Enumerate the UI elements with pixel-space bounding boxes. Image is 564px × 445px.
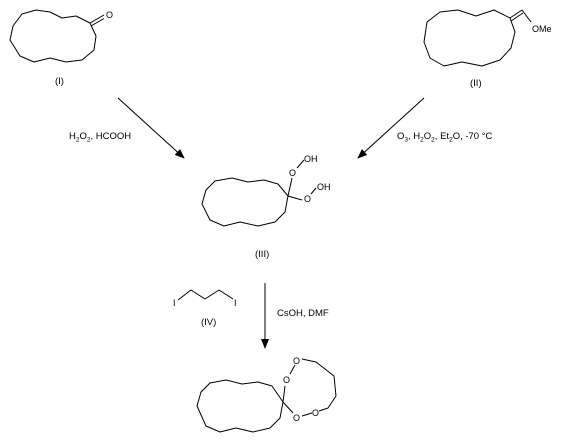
- compound-I-structure: O: [9, 9, 113, 63]
- compound-I-label: (I): [55, 76, 64, 87]
- reaction-arrow-left: [117, 97, 185, 159]
- compound-I-oxygen: O: [106, 10, 113, 20]
- reaction-arrow-right: [357, 97, 425, 159]
- compound-IV-iodine-right: I: [234, 298, 237, 308]
- reagents-bottom: CsOH, DMF: [277, 308, 329, 319]
- reagents-right: O3, H2O2, Et2O, -70 °C: [397, 131, 493, 144]
- compound-II-structure: OMe: [423, 9, 552, 67]
- compound-III-oxygen-2: O: [304, 194, 311, 204]
- compound-III-label: (III): [255, 249, 269, 260]
- compound-V-oxygen-3: O: [293, 413, 300, 423]
- compound-III-hydroxyl-1: OH: [304, 154, 318, 164]
- compound-IV-iodine-left: I: [173, 298, 176, 308]
- compound-III-hydroxyl-2: OH: [317, 182, 331, 192]
- reagents-left: H2O2, HCOOH: [69, 131, 131, 144]
- compound-V-oxygen-2: O: [293, 356, 300, 366]
- compound-III-structure: O OH O OH: [201, 154, 331, 227]
- compound-IV-structure: I I: [173, 289, 237, 308]
- compound-II-methoxy: OMe: [532, 24, 552, 34]
- compound-III-oxygen-1: O: [289, 168, 296, 178]
- compound-IV-label: (IV): [201, 317, 216, 328]
- compound-II-label: (II): [470, 78, 482, 89]
- compound-V-oxygen-4: O: [312, 408, 319, 418]
- compound-V-structure: O O O O: [196, 356, 337, 433]
- compound-V-oxygen-1: O: [283, 375, 290, 385]
